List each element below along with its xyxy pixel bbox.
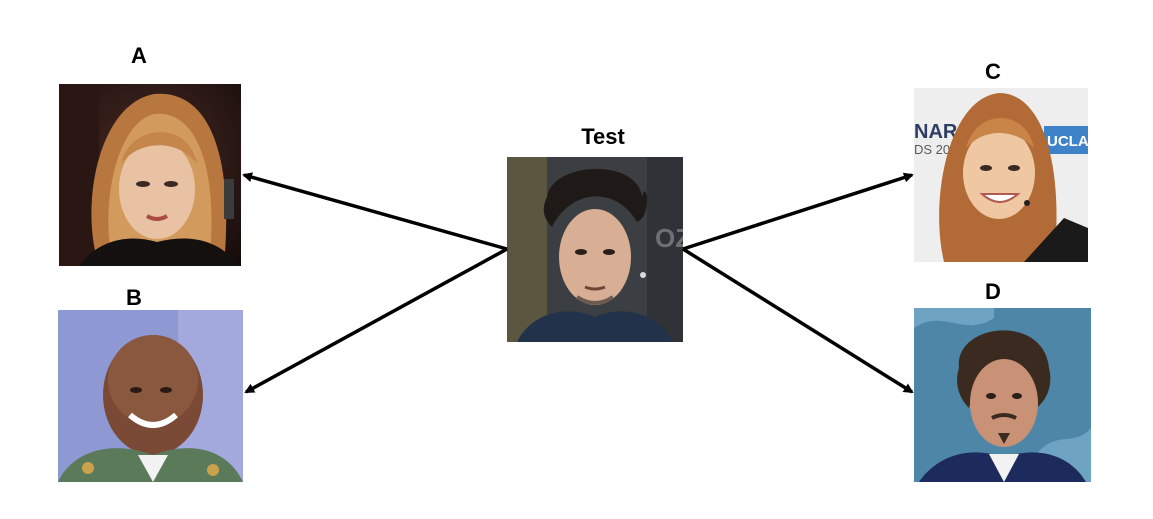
- label-a: A: [131, 43, 147, 68]
- photo-a: [59, 84, 241, 266]
- label-d: D: [985, 279, 1001, 304]
- arrow-test-to-d: [682, 247, 914, 394]
- arrow-test-to-c: [682, 172, 914, 251]
- c-backdrop-text-right: UCLA: [1047, 133, 1088, 150]
- arrow-test-to-a: [242, 172, 508, 251]
- label-c: C: [985, 59, 1001, 84]
- arrow-test-to-b: [244, 247, 508, 394]
- label-b: B: [126, 285, 142, 310]
- photo-d: [914, 308, 1091, 482]
- label-test: Test: [581, 124, 625, 149]
- c-backdrop-text-left2: DS 20: [914, 142, 950, 157]
- photo-c: NAR DS 20 UCLA: [914, 88, 1088, 262]
- photo-b: [58, 310, 243, 482]
- c-backdrop-text-left: NAR: [914, 121, 958, 143]
- photo-test: OZ: [507, 157, 683, 342]
- test-backdrop-text: OZ: [655, 223, 683, 253]
